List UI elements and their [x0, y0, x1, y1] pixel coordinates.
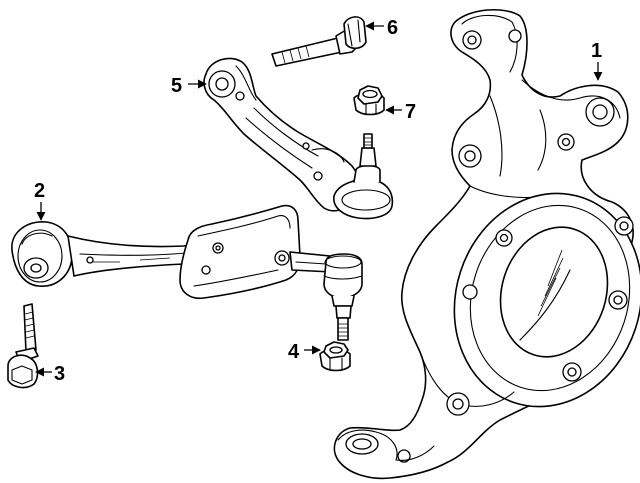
upper-control-arm-part[interactable] [203, 57, 394, 220]
bolt-part-3[interactable] [7, 303, 39, 389]
callout-7: 7 [385, 101, 416, 123]
nut-part-4[interactable] [319, 341, 351, 372]
callout-6: 6 [365, 17, 398, 39]
callout-7-label: 7 [405, 101, 416, 123]
callout-2-label: 2 [34, 180, 45, 202]
callout-4: 4 [288, 341, 321, 363]
callout-1: 1 [591, 40, 603, 81]
callout-5: 5 [171, 75, 207, 97]
nut-part-7[interactable] [353, 85, 385, 116]
callout-4-label: 4 [288, 341, 300, 363]
callout-3: 3 [35, 363, 65, 385]
callout-2: 2 [34, 180, 46, 221]
lower-control-arm-part[interactable] [11, 204, 363, 341]
callout-6-label: 6 [387, 17, 398, 39]
callout-1-label: 1 [591, 40, 602, 62]
steering-knuckle-part[interactable] [333, 8, 640, 480]
bolt-part-6[interactable] [271, 16, 367, 67]
callout-5-label: 5 [171, 75, 182, 97]
callout-3-label: 3 [54, 363, 65, 385]
